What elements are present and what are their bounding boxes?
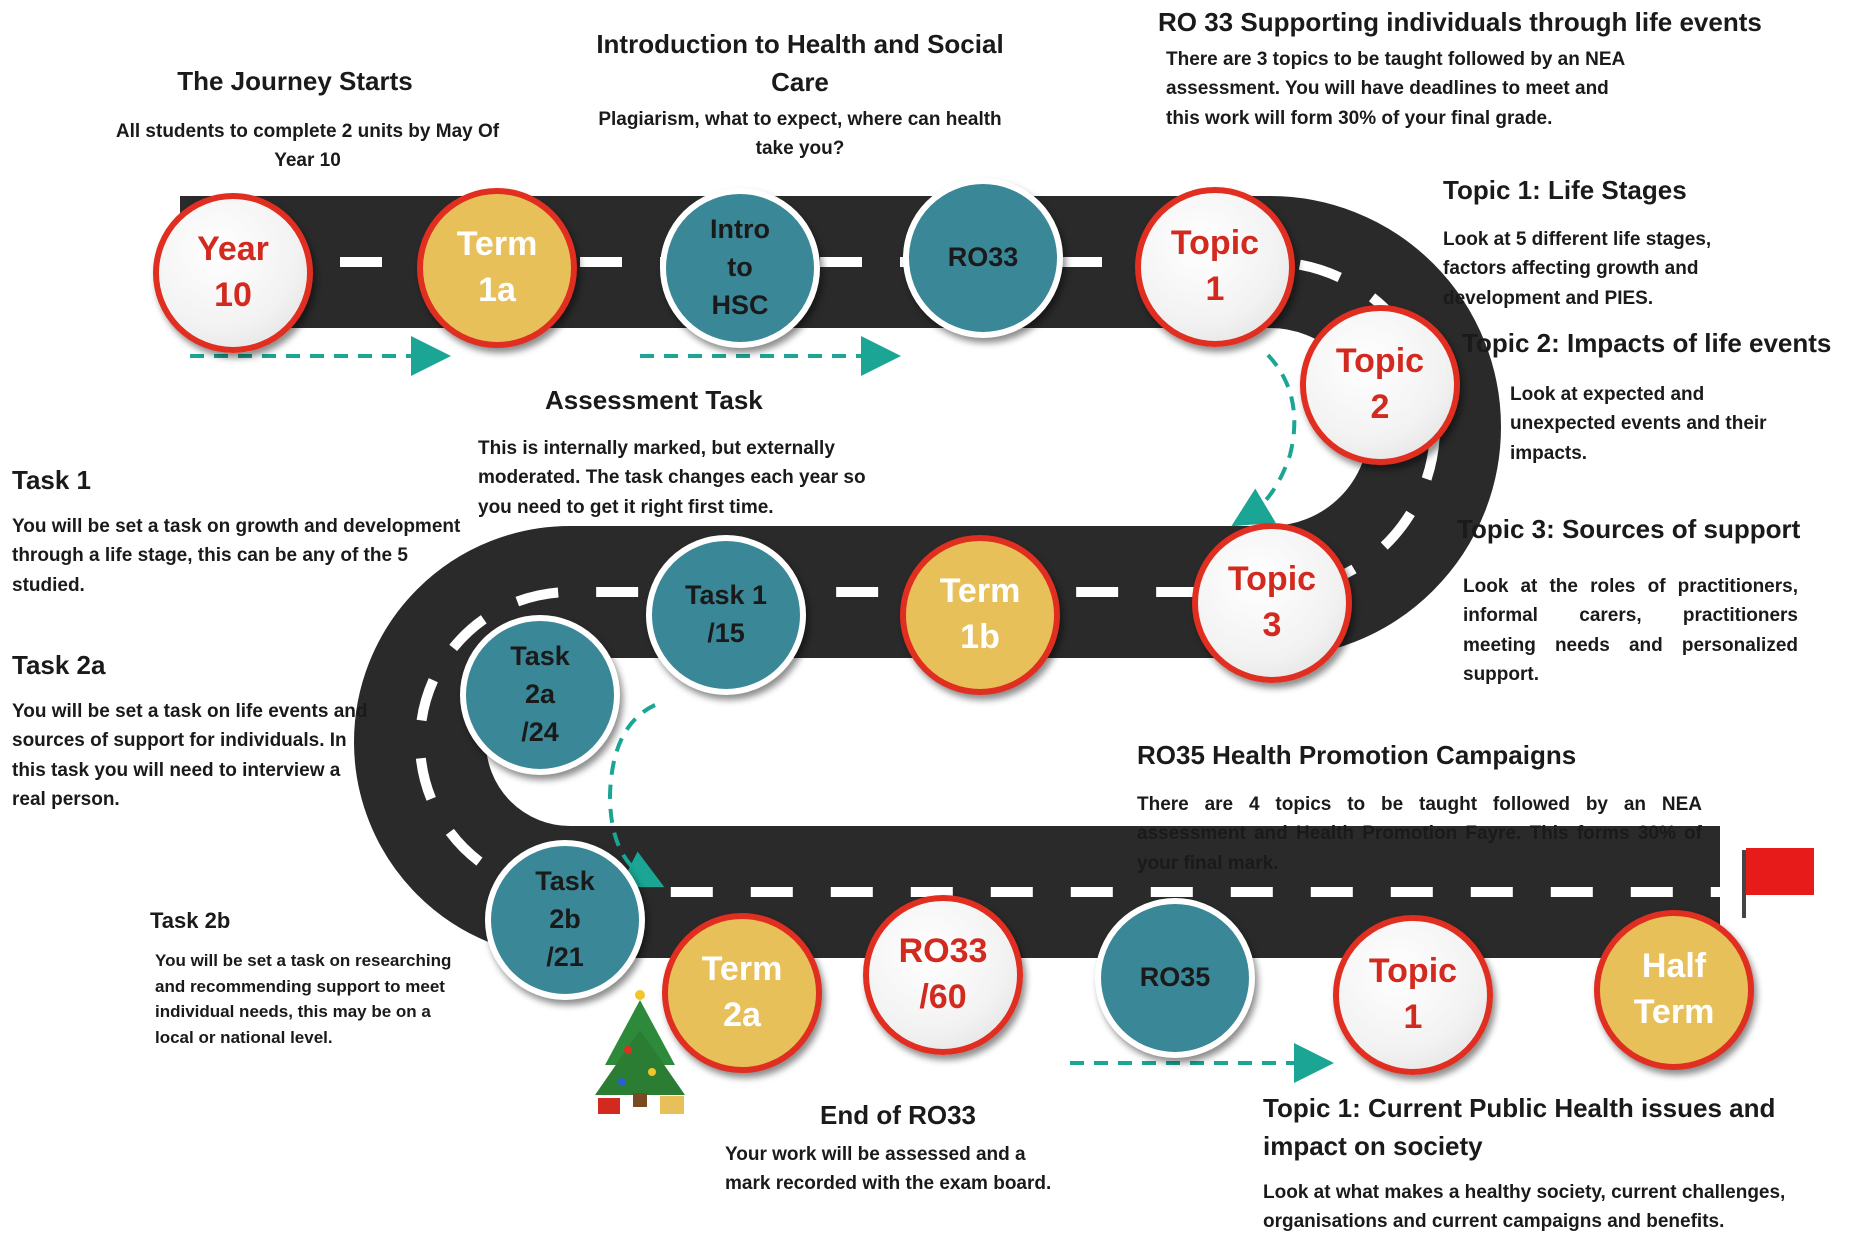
node-task2b: Task 2b /21 <box>485 840 645 1000</box>
journey-title: The Journey Starts <box>177 66 413 96</box>
task1-body: You will be set a task on growth and dev… <box>12 516 461 596</box>
topic2-title: Topic 2: Impacts of life events <box>1462 328 1832 358</box>
topic1b-title: Topic 1: Current Public Health issues an… <box>1263 1093 1776 1161</box>
node-topic2: Topic 2 <box>1300 305 1460 465</box>
task2b-body: You will be set a task on researching an… <box>155 951 452 1047</box>
topic3-body: Look at the roles of practitioners, info… <box>1463 576 1798 686</box>
node-term1a: Term 1a <box>417 188 577 348</box>
node-year10: Year 10 <box>153 193 313 353</box>
direction-arrows <box>190 336 1334 1083</box>
christmas-tree-icon <box>595 990 685 1114</box>
arrow-4 <box>607 703 665 888</box>
assessment-title: Assessment Task <box>545 385 763 415</box>
task2a-title: Task 2a <box>12 650 106 680</box>
end-ro33-body: Your work will be assessed and a mark re… <box>725 1144 1052 1195</box>
ro33-body: There are 3 topics to be taught followed… <box>1166 49 1625 129</box>
intro-title: Introduction to Health and Social Care <box>596 29 1004 97</box>
node-ro35: RO35 <box>1095 898 1255 1058</box>
node-term1b: Term 1b <box>900 535 1060 695</box>
finish-flag <box>1742 848 1814 918</box>
assessment-body: This is internally marked, but externall… <box>478 438 866 518</box>
node-term2a: Term 2a <box>662 913 822 1073</box>
topic2-body: Look at expected and unexpected events a… <box>1510 384 1767 464</box>
node-topic3: Topic 3 <box>1192 523 1352 683</box>
node-task2a: Task 2a /24 <box>460 615 620 775</box>
node-ro33: RO33 <box>903 178 1063 338</box>
node-topic1-bottom: Topic 1 <box>1333 915 1493 1075</box>
journey-body: All students to complete 2 units by May … <box>115 121 500 172</box>
ro35-title: RO35 Health Promotion Campaigns <box>1137 740 1577 770</box>
task2a-body: You will be set a task on life events an… <box>12 701 368 811</box>
topic3-title: Topic 3: Sources of support <box>1457 514 1801 544</box>
task2b-title: Task 2b <box>150 908 231 933</box>
node-half-term: Half Term <box>1594 910 1754 1070</box>
node-ro33-60: RO33 /60 <box>863 895 1023 1055</box>
topic1-title: Topic 1: Life Stages <box>1443 175 1687 205</box>
ro33-title: RO 33 Supporting individuals through lif… <box>1158 7 1762 37</box>
node-task1: Task 1 /15 <box>646 535 806 695</box>
task1-title: Task 1 <box>12 465 92 495</box>
node-intro-hsc: Intro to HSC <box>660 188 820 348</box>
intro-body: Plagiarism, what to expect, where can he… <box>598 109 1002 160</box>
node-topic1-top: Topic 1 <box>1135 187 1295 347</box>
end-ro33-title: End of RO33 <box>820 1100 977 1130</box>
ro35-body: There are 4 topics to be taught followed… <box>1137 794 1702 874</box>
arrow-3 <box>1231 353 1297 527</box>
topic1-body: Look at 5 different life stages, factors… <box>1443 229 1712 309</box>
topic1b-body: Look at what makes a healthy society, cu… <box>1263 1182 1786 1233</box>
